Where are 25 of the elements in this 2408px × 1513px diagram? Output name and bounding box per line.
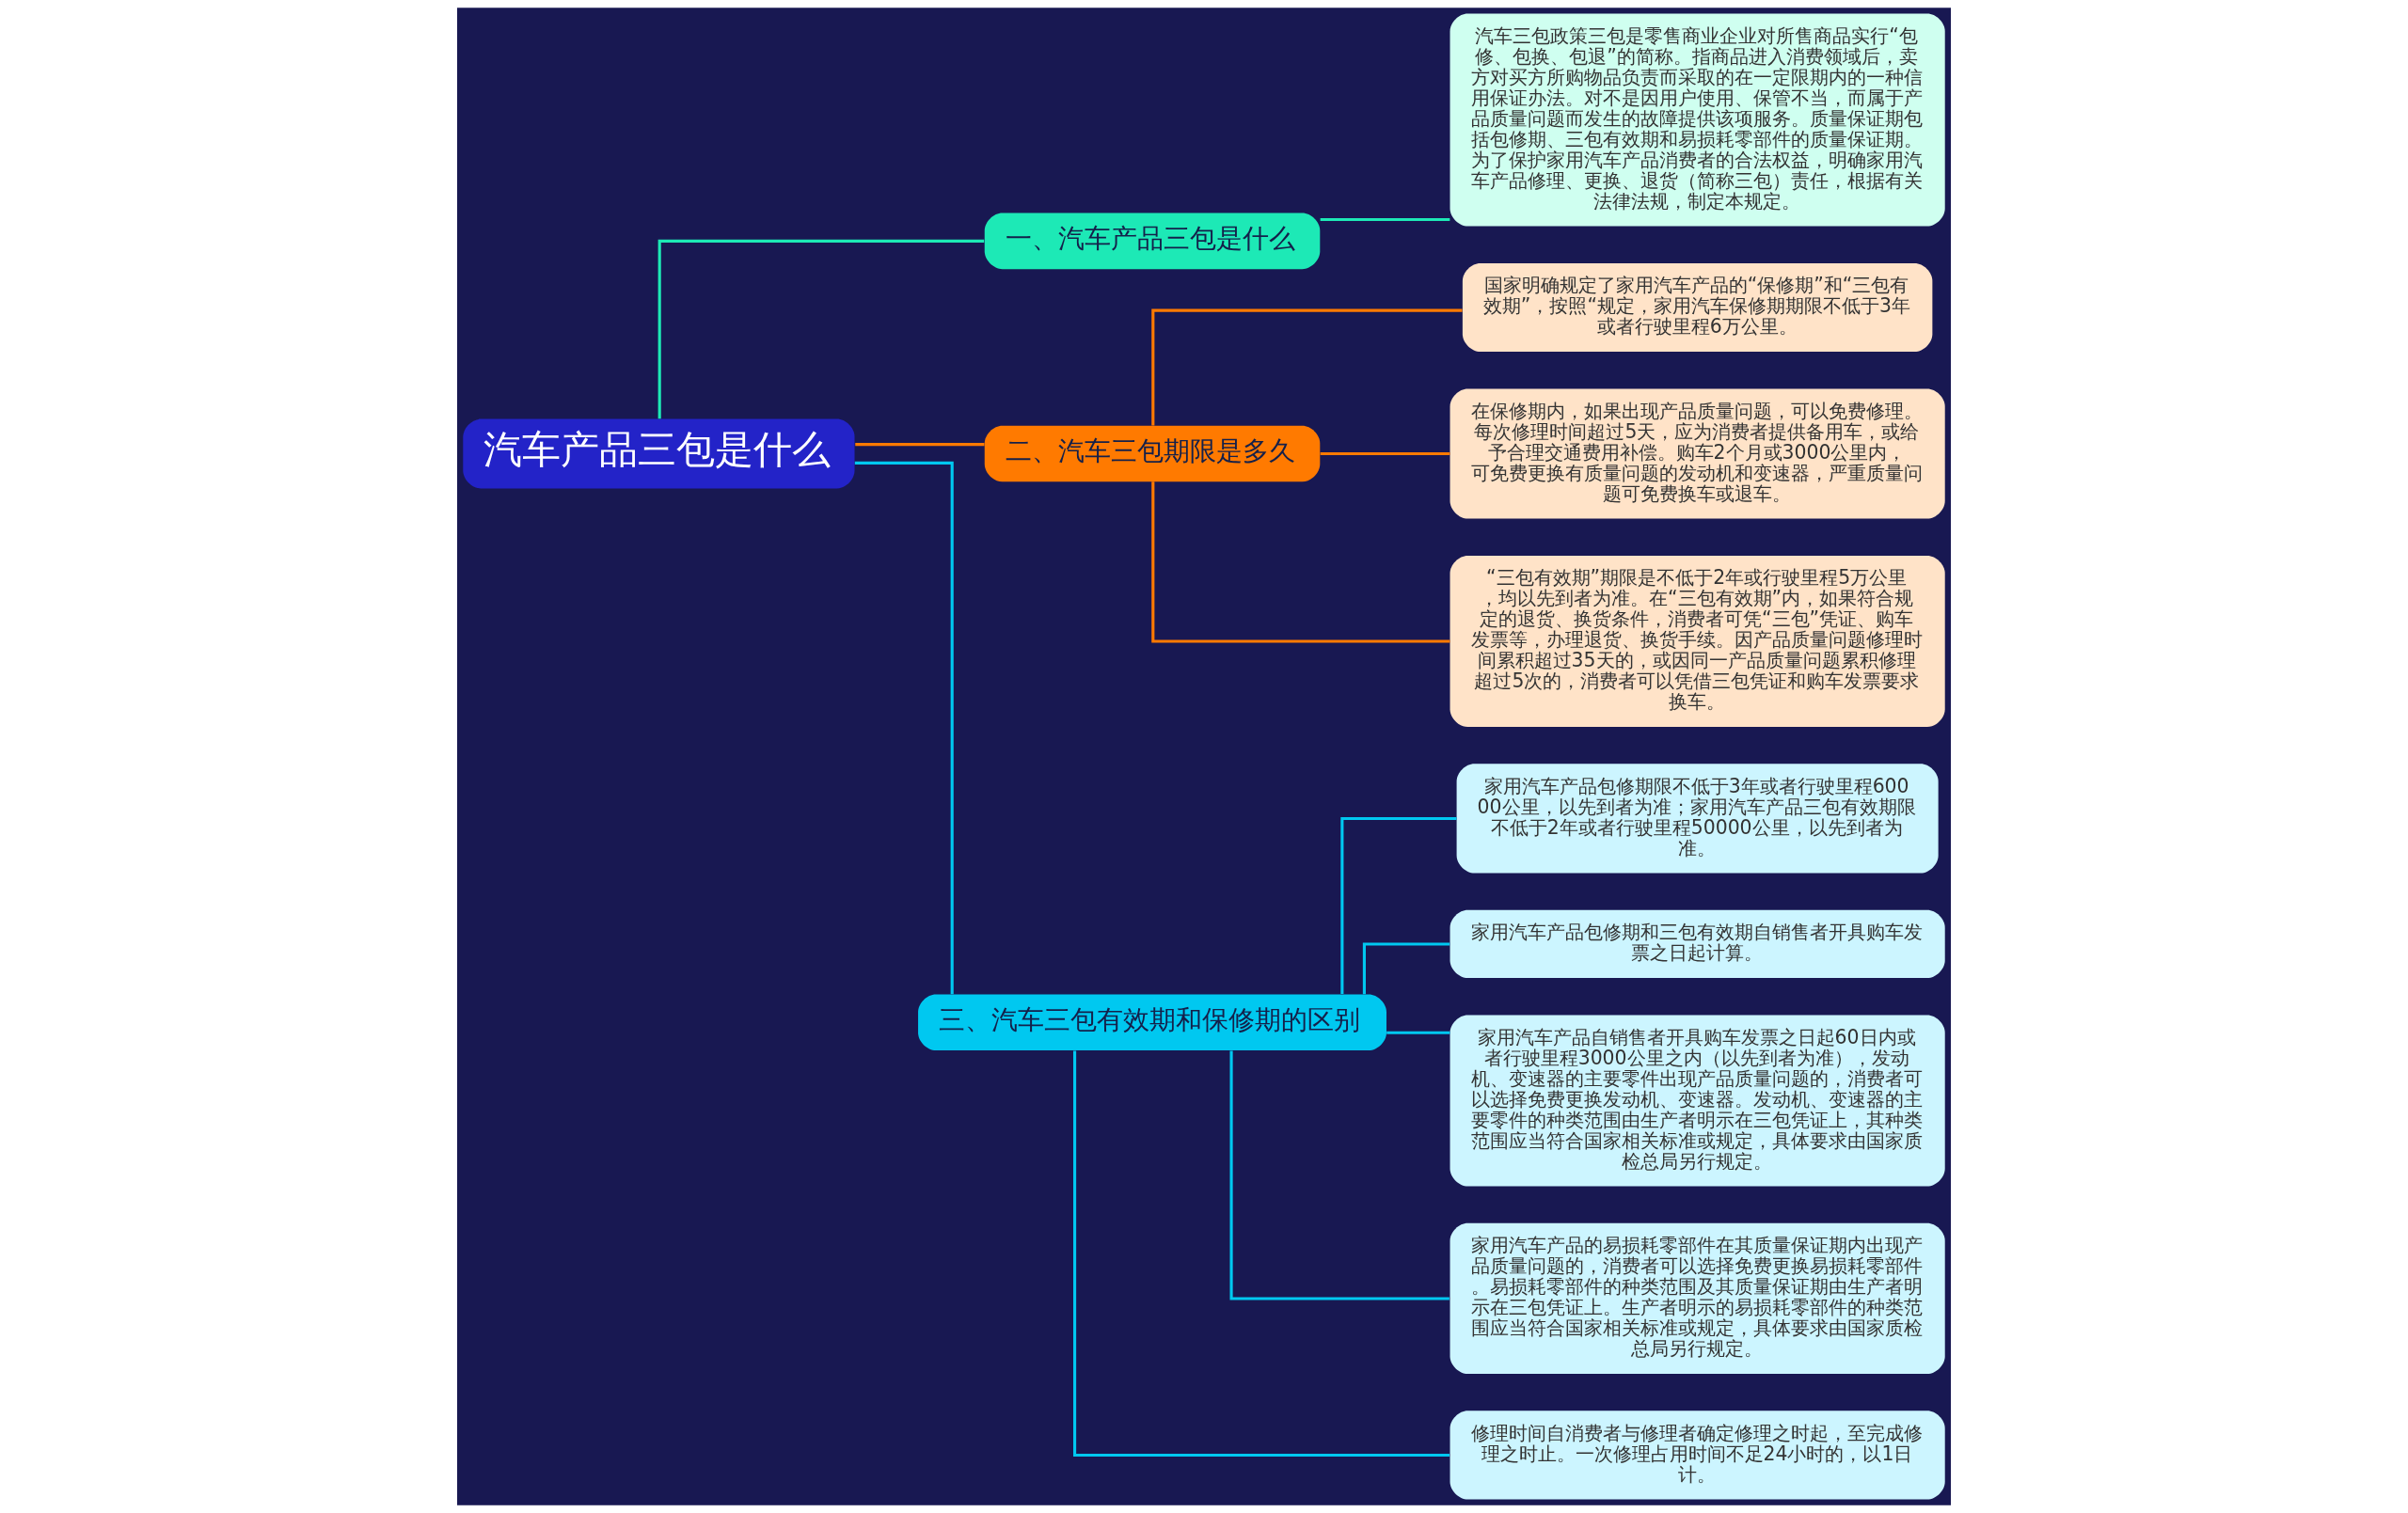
node-box: 汽车三包政策三包是零售商业企业对所售商品实行“包修、包换、包退”的简称。指商品进入消费领域后，卖方对买方所购物品负责而采取的在一定限期内的一种信用保证办法。对不是因用户使用、保管不当，而属于产品质量问题而发生的故障提供该项服务。质量保证期包括包修期、三包有效期和易损耗零部件的质量保证期。为了保护家用汽车产品消费者的合法权益，明确家用汽车产品修理、更换、退货（简称三包）责任，根据有关法律法规，制定本规定。 — [1450, 13, 1945, 227]
node-box: “三包有效期”期限是不低于2年或行驶里程5万公里，均以先到者为准。在“三包有效期”内，如果符合规定的退货、换货条件，消费者可凭“三包”凭证、购车发票等，办理退货、换货手续。因产品质量问题修理时间累积超过35天的，或因同一产品质量问题累积修理超过5次的，消费者可以凭借三包凭证和购车发票要求换车。 — [1450, 555, 1945, 728]
connector — [1340, 816, 1457, 995]
node-box: 家用汽车产品包修期和三包有效期自销售者开具购车发票之日起计算。 — [1450, 909, 1945, 979]
node-box: 三、汽车三包有效期和保修期的区别 — [918, 994, 1386, 1051]
connector — [854, 461, 954, 995]
connector — [1151, 481, 1450, 643]
connector — [1386, 1031, 1450, 1034]
node-box: 家用汽车产品的易损耗零部件在其质量保证期内出现产品质量问题的，消费者可以选择免费更换易损耗零部件。易损耗零部件的种类范围及其质量保证期由生产者明示在三包凭证上。生产者明示的易损耗零部件的种类范围应当符合国家相关标准或规定，具体要求由国家质检总局另行规定。 — [1450, 1222, 1945, 1375]
node-box: 家用汽车产品自销售者开具购车发票之日起60日内或者行驶里程3000公里之内（以先到者为准），发动机、变速器的主要零件出现产品质量问题的，消费者可以选择免费更换发动机、变速器。发动机、变速器的主要零件的种类范围由生产者明示在三包凭证上，其种类范围应当符合国家相关标准或规定，具体要求由国家质检总局另行规定。 — [1450, 1015, 1945, 1187]
connector — [1073, 1050, 1450, 1457]
node-box: 在保修期内，如果出现产品质量问题，可以免费修理。每次修理时间超过5天，应为消费者提供备用车，或给予合理交通费用补偿。购车2个月或3000公里内，可免费更换有质量问题的发动机和变速器，严重质量问题可免费换车或退车。 — [1450, 388, 1945, 519]
connector — [855, 443, 985, 447]
node-box: 国家明确规定了家用汽车产品的“保修期”和“三包有效期”，按照“规定，家用汽车保修期期限不低于3年或者行驶里程6万公里。 — [1462, 262, 1933, 353]
connector — [1362, 942, 1450, 995]
connector — [1320, 451, 1450, 456]
node-box: 汽车产品三包是什么 — [463, 418, 855, 489]
connector — [657, 239, 985, 419]
connector — [1229, 1050, 1450, 1300]
node-box: 家用汽车产品包修期限不低于3年或者行驶里程60000公里，以先到者为准；家用汽车产品三包有效期限不低于2年或者行驶里程50000公里，以先到者为准。 — [1456, 764, 1939, 874]
node-box: 一、汽车产品三包是什么 — [984, 213, 1321, 270]
connector — [1320, 217, 1450, 222]
node-box: 二、汽车三包期限是多久 — [984, 425, 1321, 482]
connector — [1151, 308, 1463, 426]
node-box: 修理时间自消费者与修理者确定修理之时起，至完成修理之时止。一次修理占用时间不足24小时的，以1日计。 — [1450, 1411, 1945, 1500]
